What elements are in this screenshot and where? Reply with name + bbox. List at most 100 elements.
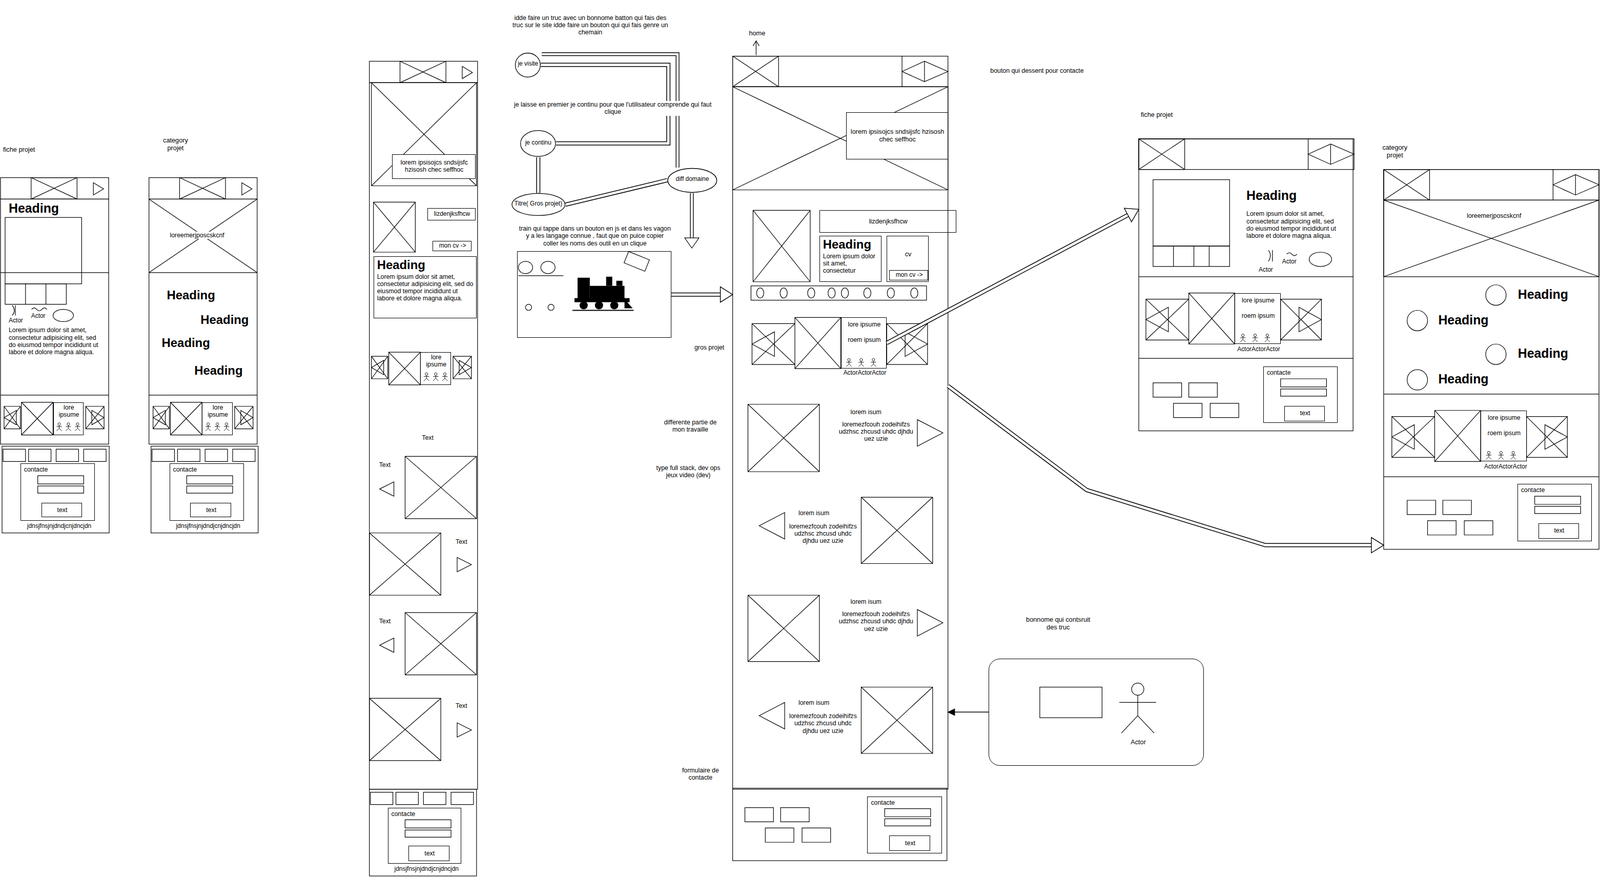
bubble-shape [520, 130, 556, 157]
sketch-ellipse [756, 288, 764, 299]
node-text: lorem ipsisojcs sndsijsfc hzisosh chec s… [394, 158, 475, 174]
note-label: Heading [1437, 371, 1489, 387]
node-text: Lorem ipsum dolor sit amet, consectetur [823, 252, 881, 275]
sketch-circle [1407, 369, 1428, 391]
note-label: Heading [1437, 312, 1489, 328]
sketch-use [149, 177, 258, 200]
sketch-use [1145, 293, 1322, 345]
sketch-ellipse [863, 288, 871, 299]
sketch-path [690, 192, 693, 238]
node-text: lore ipsume [203, 403, 233, 419]
note-label: loremezfcouh zodeihifzs udzhsc zhcusd uh… [785, 712, 860, 735]
text-box: lorem ipsisojcs sndsijsfc hzisosh chec s… [392, 154, 476, 179]
note-label: Heading [161, 335, 211, 350]
sketch-rect [732, 788, 948, 861]
sketch-ellipse [910, 288, 918, 299]
note-label: lorem isum [850, 408, 882, 416]
sketch-path [747, 404, 943, 472]
connector [948, 708, 990, 715]
connector-outer-line [886, 215, 1128, 344]
wireframe-box: contactetext [387, 807, 462, 865]
sketch-path [1153, 245, 1230, 267]
sketch-path [369, 698, 472, 761]
note-label: Heading [8, 200, 60, 216]
sketch-path [752, 210, 811, 282]
note-label: ActorActorActor [1483, 463, 1528, 471]
wireframe-box: lizdenjksfhcw [427, 208, 476, 221]
wireframe-box: HeadingLorem ipsum dolor sit amet, conse… [819, 235, 882, 282]
sketch-rect [750, 285, 927, 301]
sketch-path [752, 40, 760, 56]
node-text: text [1539, 526, 1581, 535]
sketch-path [1119, 694, 1157, 733]
node-text: category projet [155, 136, 197, 152]
sketch-rect [369, 82, 478, 789]
node-text: contacte [1266, 368, 1308, 377]
sketch-circle [579, 301, 588, 310]
note-label: Actor [30, 312, 47, 320]
sketch-rect [616, 280, 623, 286]
note-label: Text [378, 617, 392, 625]
connector-outer-line [671, 292, 721, 297]
node-text: je continu [521, 139, 556, 147]
node-text: category projet [1377, 144, 1413, 159]
node-text: text [408, 849, 450, 857]
node-text: bonnome qui contsruit des truc [1019, 616, 1097, 631]
note-label: loremezfcouh zodeihifzs udzhsc zhcusd uh… [836, 420, 916, 443]
sketch-use [1534, 496, 1582, 514]
wireframe-box: HeadingLorem ipsum dolor sit amet, conse… [373, 256, 477, 319]
note-label: ActorActorActor [1236, 345, 1281, 354]
sketch-use [732, 56, 949, 88]
sketch-path [369, 532, 472, 596]
sketch-g [574, 276, 633, 310]
bubble-node: je visite [515, 52, 541, 78]
wireframe-box: train qui tappe dans un bouton en js et … [517, 251, 672, 338]
wireframe-box: lizdenjksfhcw [819, 210, 957, 233]
sketch-ellipse [53, 309, 74, 322]
connector [565, 180, 668, 205]
node-text: Lorem ipsum dolor sit amet, consectetur … [377, 273, 476, 303]
node-text: lizdenjksfhcw [428, 210, 476, 218]
sketch-path [624, 299, 633, 309]
sketch-path [684, 237, 700, 249]
node-text: roem ipsum [1237, 312, 1280, 320]
sketch-panel: bonnome qui contsruit des trucActor [988, 658, 1204, 766]
arrow-head [720, 286, 733, 303]
sketch-use [1383, 169, 1599, 201]
arrow-head [1371, 537, 1384, 553]
sketch-path [379, 612, 477, 675]
node-text: contacte [1521, 486, 1563, 494]
bubble-node: je continu [520, 129, 557, 158]
node-text: roem ipsum [1483, 429, 1526, 437]
note-label: Actor [8, 317, 24, 325]
connector-outer-line [565, 180, 668, 205]
note-label: lorem isum [797, 509, 830, 517]
note-label: Heading [193, 363, 243, 378]
connector [538, 157, 539, 194]
node-text: contacte [172, 465, 214, 474]
node-text: Heading [377, 257, 476, 272]
connector [948, 385, 1384, 553]
node-text: text [42, 506, 84, 514]
sketch-rect [1039, 687, 1102, 719]
wireframe-box: contacte text [20, 463, 95, 521]
node-text: fiche projet [3, 146, 65, 154]
node-text: contacte [24, 465, 66, 474]
arrow-head [948, 708, 955, 715]
sketch-use [1280, 378, 1327, 397]
note-label: loremezfcouh zodeihifzs udzhsc zhcusd uh… [785, 522, 860, 545]
note-label: Heading [1517, 345, 1569, 361]
wireframe-box: text [1284, 405, 1326, 422]
note-label: je laisse en premier je continu pour que… [505, 100, 721, 116]
sketch-use [404, 819, 451, 837]
sketch-ellipse [540, 261, 556, 274]
note-label: formulaire de contacte [675, 766, 726, 782]
note-label: loreemerjposcskcnf [1466, 212, 1522, 220]
sketch-use [744, 807, 831, 843]
sketch-use [37, 475, 85, 494]
wireframe-box: text [889, 835, 931, 851]
node-text: train qui tappe dans un bouton en js et … [517, 224, 672, 248]
node-text: home [748, 29, 790, 38]
sketch-use [4, 402, 105, 436]
